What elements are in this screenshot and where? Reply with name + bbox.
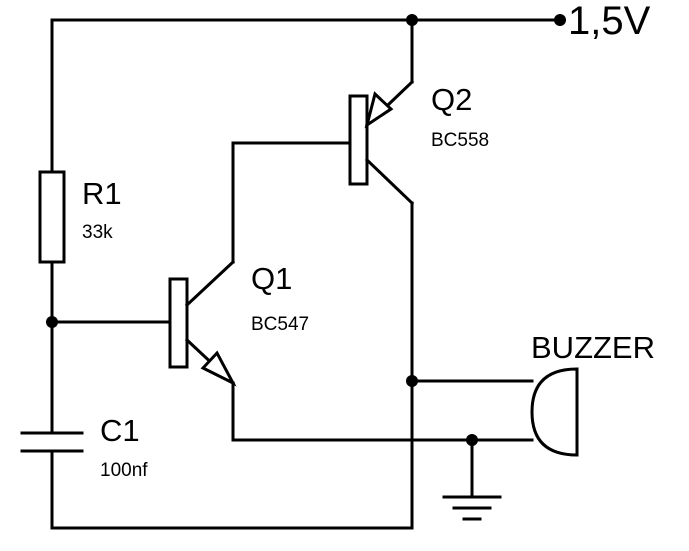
- r1-value-label: 33k: [82, 222, 113, 243]
- c1-value-label: 100nf: [100, 460, 148, 481]
- transistor-q2: [231, 79, 415, 530]
- supply-junction-dot: [406, 14, 418, 26]
- q1-ref-label: Q1: [251, 261, 292, 296]
- buzzer-icon: [530, 367, 579, 457]
- r1-ref-label: R1: [82, 176, 122, 211]
- capacitor-c1: [20, 431, 84, 530]
- supply-terminal-dot: [554, 14, 566, 26]
- buzzer-junction-dot: [406, 375, 418, 387]
- supply-rail: [50, 14, 566, 174]
- c1-ref-label: C1: [100, 413, 140, 448]
- transistor-q1: [168, 141, 474, 442]
- buzzer: [406, 367, 579, 457]
- base-node: [46, 316, 172, 435]
- q1-part-label: BC547: [251, 314, 309, 335]
- buzzer-label: BUZZER: [531, 330, 655, 365]
- ground-symbol: [442, 438, 502, 521]
- supply-label: 1,5V: [568, 0, 651, 43]
- q2-ref-label: Q2: [431, 82, 472, 117]
- resistor-r1: [38, 170, 66, 324]
- q2-part-label: BC558: [431, 130, 489, 151]
